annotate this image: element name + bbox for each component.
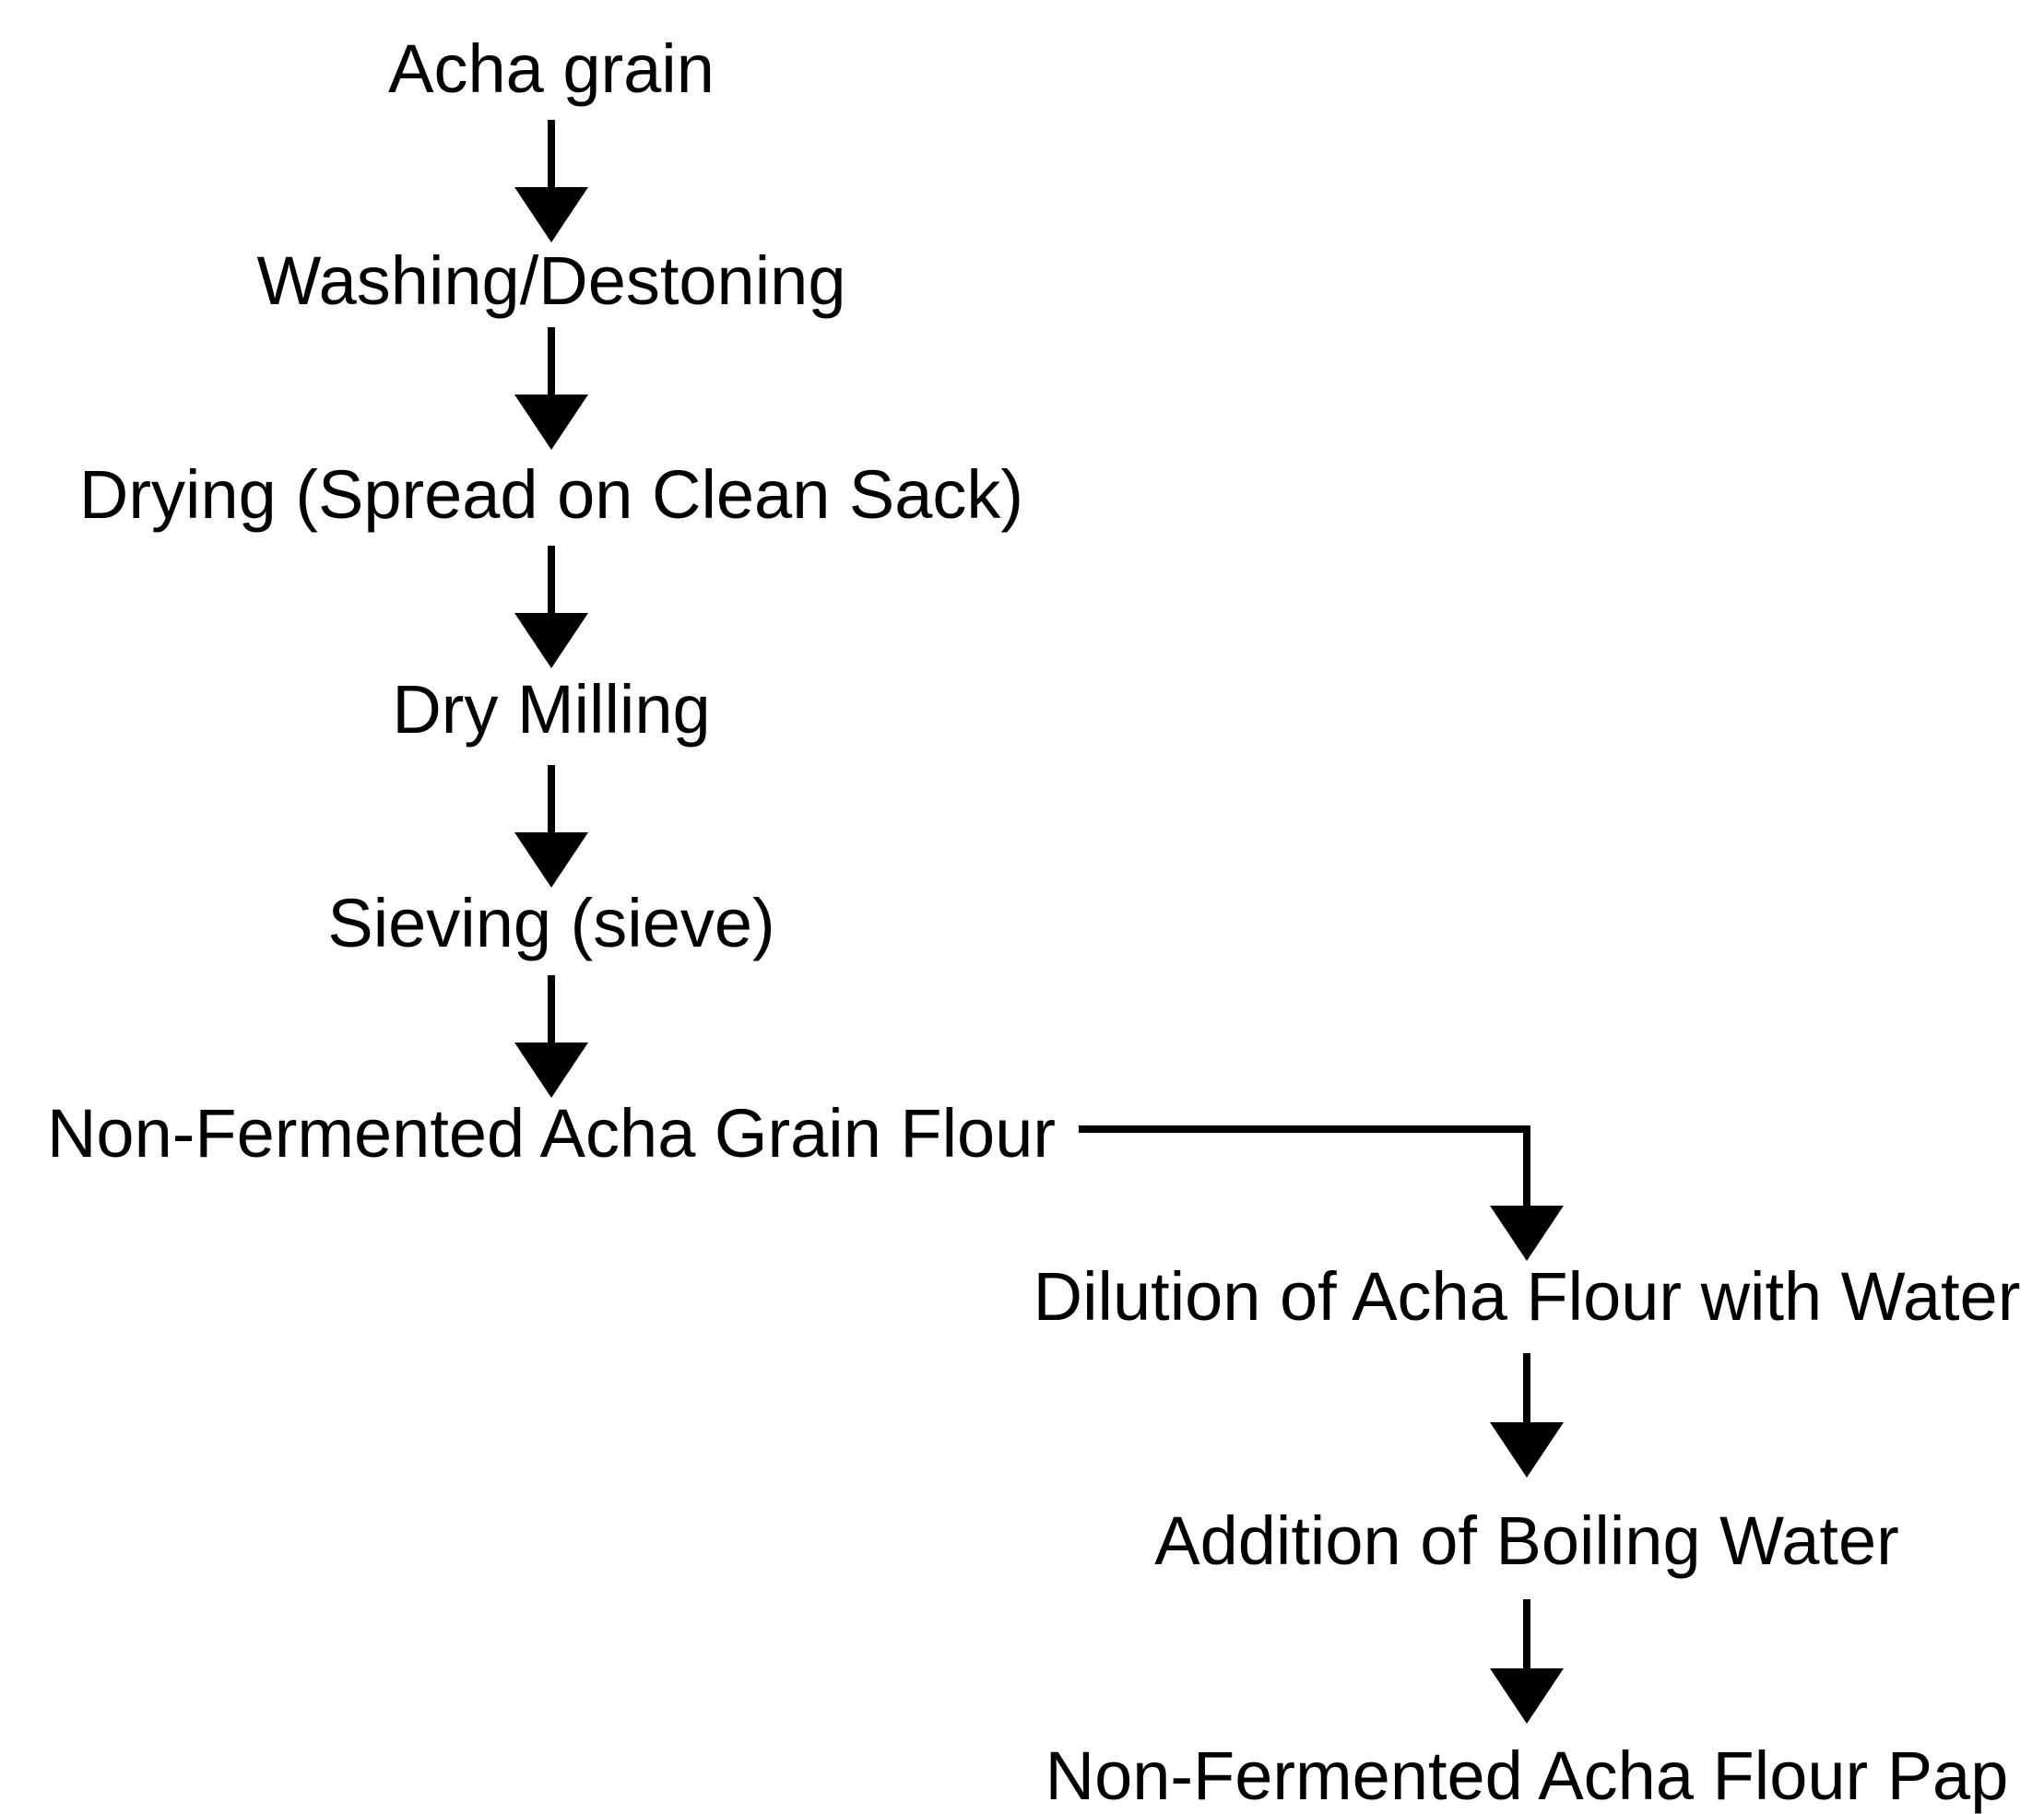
- step-drying: Drying (Spread on Clean Sack): [78, 456, 1024, 533]
- arrow-8: [1490, 1599, 1564, 1724]
- arrow-5: [514, 975, 588, 1098]
- step-non-fermented-flour: Non-Fermented Acha Grain Flour: [46, 1095, 1057, 1172]
- arrow-3: [514, 546, 588, 668]
- step-flour-pap: Non-Fermented Acha Flour Pap: [1045, 1737, 2009, 1814]
- branch-connector: [1079, 1125, 1564, 1261]
- arrow-7: [1490, 1353, 1564, 1478]
- step-washing-destoning: Washing/Destoning: [256, 242, 846, 319]
- step-sieving: Sieving (sieve): [327, 885, 775, 961]
- arrow-4: [514, 765, 588, 888]
- step-dilution: Dilution of Acha Flour with Water: [1033, 1258, 2021, 1335]
- step-boiling-water: Addition of Boiling Water: [1154, 1502, 1899, 1579]
- step-dry-milling: Dry Milling: [392, 671, 711, 748]
- step-acha-grain: Acha grain: [388, 30, 715, 107]
- arrow-1: [514, 120, 588, 242]
- arrow-2: [514, 327, 588, 450]
